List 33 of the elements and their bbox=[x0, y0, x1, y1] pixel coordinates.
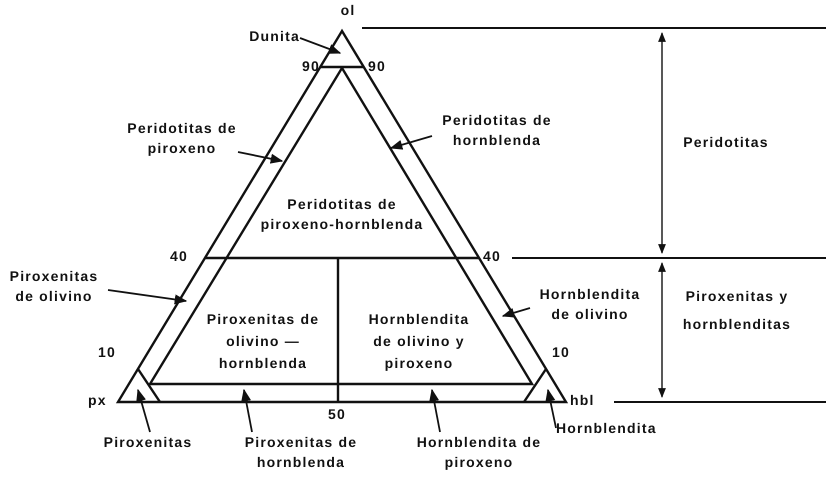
leader-line bbox=[241, 388, 253, 432]
leader-line bbox=[238, 151, 284, 164]
rock-name-label: Hornblendita de piroxeno bbox=[400, 432, 558, 472]
range-label: Peridotitas bbox=[682, 133, 770, 152]
vertex-label: hbl bbox=[570, 391, 596, 410]
region-label: Peridotitas de piroxeno-hornblenda bbox=[260, 195, 424, 234]
leader-line bbox=[390, 135, 432, 150]
rock-name-label: Dunita bbox=[240, 26, 300, 46]
rock-name-label: Piroxenitas de hornblenda bbox=[226, 432, 376, 472]
leader-line bbox=[108, 289, 188, 304]
tick-label: 90 bbox=[368, 57, 387, 76]
leader-line bbox=[136, 388, 151, 432]
region-label: Piroxenitas de olivino — hornblenda bbox=[206, 310, 320, 373]
leader-line bbox=[545, 388, 557, 428]
rock-name-label: Peridotitas de piroxeno bbox=[126, 118, 238, 158]
leader-line bbox=[429, 388, 441, 432]
rock-name-label: Hornblendita bbox=[556, 418, 656, 438]
rock-name-label: Hornblendita de olivino bbox=[530, 284, 650, 324]
leader-line bbox=[502, 307, 530, 318]
tick-label: 10 bbox=[552, 343, 571, 362]
tick-label: 10 bbox=[98, 343, 117, 362]
vertex-label: ol bbox=[340, 1, 356, 20]
leader-line bbox=[300, 37, 342, 54]
rock-name-label: Peridotitas de hornblenda bbox=[432, 110, 562, 150]
tick-label: 50 bbox=[328, 405, 347, 424]
rock-name-label: Piroxenitas de olivino bbox=[0, 266, 108, 306]
tick-label: 40 bbox=[483, 247, 502, 266]
tick-label: 90 bbox=[301, 57, 320, 76]
rock-name-label: Piroxenitas bbox=[92, 432, 204, 452]
region-label: Hornblendita de olivino y piroxeno bbox=[368, 310, 470, 373]
tick-label: 40 bbox=[170, 247, 189, 266]
vertex-label: px bbox=[88, 391, 108, 410]
range-label: Piroxenitas y hornblenditas bbox=[682, 287, 792, 334]
